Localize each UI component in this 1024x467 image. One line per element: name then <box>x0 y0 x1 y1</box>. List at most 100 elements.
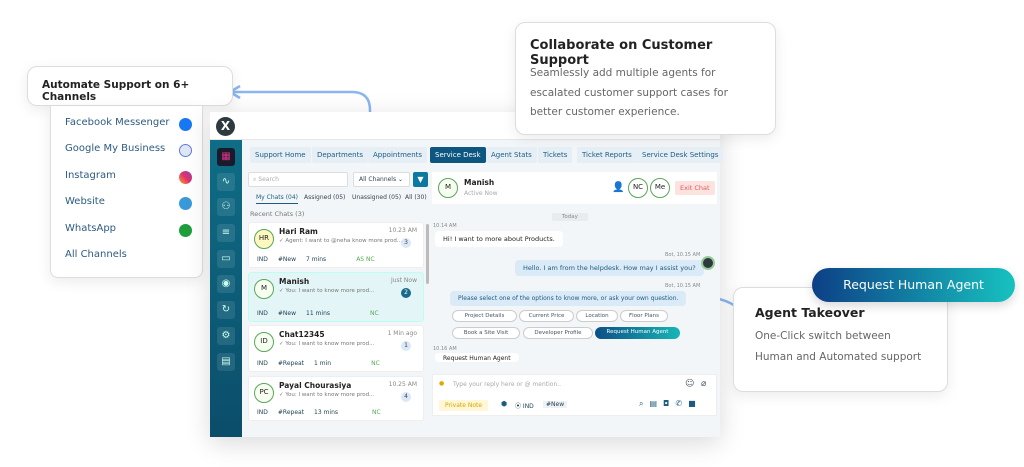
chat-list-item[interactable]: HR Hari Ram 10.23 AM ✓ Agent: I want to … <box>248 222 424 268</box>
bot-message: Hello. I am from the helpdesk. How may I… <box>515 260 704 276</box>
channel-all[interactable]: All Channels <box>65 249 127 260</box>
document-icon[interactable]: ▤ <box>217 353 235 371</box>
message-time: Bot, 10.15 AM <box>665 252 701 258</box>
users-icon[interactable]: ⚇ <box>217 198 235 216</box>
chat-preview: ✓ You: I want to know more prod... <box>279 341 375 347</box>
incoming-message: Hi! I want to more about Products. <box>435 231 563 247</box>
tab-ticket-reports[interactable]: Ticket Reports <box>577 147 637 163</box>
option-location[interactable]: Location <box>576 310 618 322</box>
option-book-site-visit[interactable]: Book a Site Visit <box>452 327 520 339</box>
reply-composer: ● Type your reply here or @ mention.. ☺ … <box>432 374 717 416</box>
takeover-line2: Human and Automated support <box>755 351 922 363</box>
filter-icon[interactable]: ≡ <box>217 224 235 242</box>
dashboard-icon[interactable]: ▦ <box>217 148 235 166</box>
channel-list: Facebook Messenger Google My Business In… <box>50 106 203 278</box>
filter-unassigned[interactable]: Unassigned (05) <box>352 194 402 201</box>
channel-google-my-business[interactable]: Google My Business <box>65 143 166 154</box>
chat-name: Chat12345 <box>279 330 325 339</box>
reply-input[interactable]: Type your reply here or @ mention.. <box>453 381 562 388</box>
wait-time: 11 mins <box>306 310 330 317</box>
assigned-agents: NC <box>370 310 379 317</box>
refresh-icon[interactable]: ↻ <box>217 301 235 319</box>
contact-status: Active Now <box>464 190 498 197</box>
agent-avatar: Me <box>650 178 670 198</box>
avatar: PC <box>254 383 274 403</box>
unread-count: 3 <box>401 238 411 248</box>
option-developer-profile[interactable]: Developer Profile <box>523 327 593 339</box>
tab-support-home[interactable]: Support Home <box>250 147 311 163</box>
app-logo: X <box>216 117 235 136</box>
chat-tag: #New <box>277 310 297 317</box>
message-time: 10.16 AM <box>433 346 457 352</box>
scrollbar[interactable] <box>426 224 429 284</box>
sidebar: ▦ ∿ ⚇ ≡ ▭ ◉ ↻ ⚙ ▤ <box>210 140 242 437</box>
chat-tag: #Repeat <box>277 409 305 416</box>
takeover-title: Agent Takeover <box>755 305 865 320</box>
bot-message: Please select one of the options to know… <box>450 291 687 306</box>
globe-icon <box>179 197 192 210</box>
option-current-price[interactable]: Current Price <box>519 310 574 322</box>
avatar: HR <box>254 229 274 249</box>
collaborate-card: Collaborate on Customer Support Seamless… <box>515 22 776 135</box>
emoji-icon[interactable]: ☺ <box>685 379 695 389</box>
channel-select[interactable]: All Channels ⌄ <box>353 172 410 187</box>
unread-count: 1 <box>401 341 411 351</box>
location-tag: IND <box>257 360 268 367</box>
channel-select-value: All Channels <box>359 176 397 183</box>
assigned-agents: AS NC <box>356 256 375 263</box>
location-tag: IND <box>257 256 268 263</box>
tab-appointments[interactable]: Appointments <box>368 147 428 163</box>
chat-tag: #Repeat <box>277 360 305 367</box>
chat-name: Payal Chourasiya <box>279 381 352 390</box>
location-tag: IND <box>257 409 268 416</box>
tab-agent-stats[interactable]: Agent Stats <box>486 147 537 163</box>
chat-list-panel: ⌕ Search All Channels ⌄ ▼ My Chats (04) … <box>245 170 430 437</box>
exit-chat-button[interactable]: Exit Chat <box>675 181 715 195</box>
location-value: IND <box>522 403 534 410</box>
tab-tickets[interactable]: Tickets <box>538 147 573 163</box>
app-window: X ▦ ∿ ⚇ ≡ ▭ ◉ ↻ ⚙ ▤ Support Home Departm… <box>210 112 724 437</box>
automate-title: Automate Support on 6+ Channels <box>42 79 190 103</box>
channel-facebook[interactable]: Facebook Messenger <box>65 117 170 128</box>
add-agent-icon[interactable]: 👤 <box>612 182 625 193</box>
option-project-details[interactable]: Project Details <box>452 310 517 322</box>
attachment-icon[interactable]: ⌀ <box>701 379 707 389</box>
bulb-icon: ● <box>439 380 445 387</box>
chat-list-item[interactable]: ID Chat12345 1 Min ago ✓ You: I want to … <box>248 325 424 372</box>
tab-service-desk[interactable]: Service Desk <box>430 147 486 163</box>
chat-time: 1 Min ago <box>387 330 417 337</box>
compass-icon[interactable]: ◉ <box>217 275 235 293</box>
chat-name: Hari Ram <box>279 227 318 236</box>
tab-departments[interactable]: Departments <box>312 147 369 163</box>
incoming-message: Request Human Agent <box>435 353 519 362</box>
contact-name: Manish <box>464 178 495 187</box>
option-request-human-agent[interactable]: Request Human Agent <box>595 327 680 339</box>
card-icon[interactable]: ▭ <box>217 250 235 268</box>
channel-whatsapp[interactable]: WhatsApp <box>65 223 117 234</box>
filter-all[interactable]: All (30) <box>405 194 427 201</box>
wait-time: 1 min <box>314 360 332 367</box>
search-input[interactable]: ⌕ Search <box>248 172 348 187</box>
settings-icon[interactable]: ⚙ <box>217 327 235 345</box>
channel-website[interactable]: Website <box>65 196 105 207</box>
private-note-button[interactable]: Private Note <box>439 400 489 411</box>
google-my-business-icon <box>179 144 192 157</box>
request-human-agent-pill[interactable]: Request Human Agent <box>812 268 1015 302</box>
tab-service-desk-settings[interactable]: Service Desk Settings <box>637 147 724 163</box>
chat-list-item[interactable]: M Manish Just Now ✓ You: I want to know … <box>248 272 424 322</box>
contact-avatar: M <box>438 178 458 198</box>
composer-action-icons[interactable]: ⌕▤◘✆■ <box>639 399 702 408</box>
chat-list-item[interactable]: PC Payal Chourasiya 10.25 AM ✓ You: I wa… <box>248 376 424 421</box>
filter-my-chats[interactable]: My Chats (04) <box>256 194 299 204</box>
channel-instagram[interactable]: Instagram <box>65 170 116 181</box>
tag-icon[interactable]: ⬢ <box>501 400 508 408</box>
unread-count: 2 <box>401 288 411 298</box>
chat-time: 10.25 AM <box>388 381 417 388</box>
option-floor-plans[interactable]: Floor Plans <box>620 310 668 322</box>
activity-icon[interactable]: ∿ <box>217 173 235 191</box>
filter-button[interactable]: ▼ <box>413 172 428 187</box>
bot-avatar-icon <box>701 256 715 270</box>
whatsapp-icon <box>179 224 192 237</box>
filter-assigned[interactable]: Assigned (05) <box>304 194 346 201</box>
